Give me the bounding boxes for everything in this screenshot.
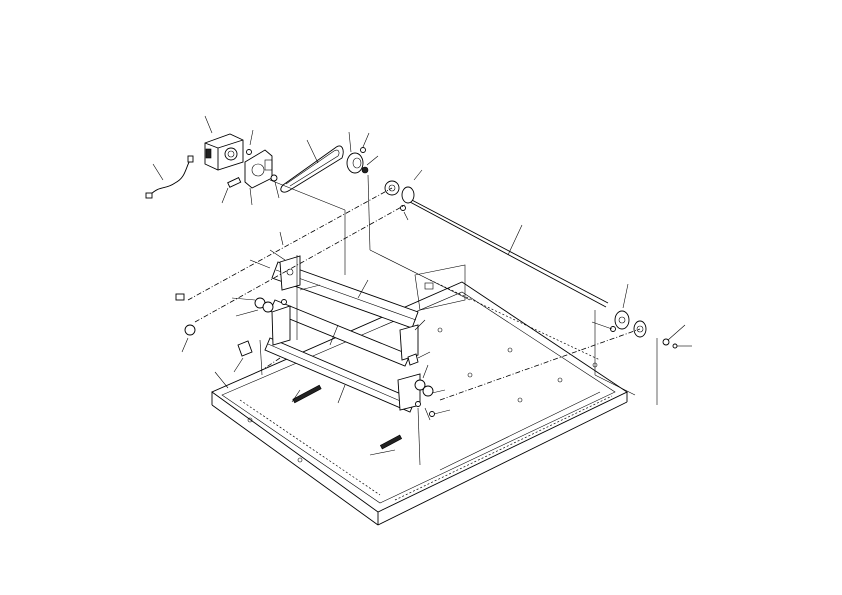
roller-gears-left	[184, 297, 287, 336]
roller-gears-right	[414, 379, 435, 417]
wire-harness	[145, 155, 194, 199]
right-bracket	[397, 324, 421, 411]
base-frame	[211, 279, 628, 526]
drive-motor	[204, 133, 244, 171]
shaft-gear-right	[610, 310, 678, 349]
timing-belt	[280, 145, 344, 193]
pulley-gear	[346, 147, 369, 174]
screw	[270, 174, 278, 182]
left-bracket	[271, 255, 301, 346]
motor-bracket	[244, 149, 273, 189]
sensor	[237, 340, 419, 366]
rear-panel	[414, 264, 466, 311]
shaft-gear-left	[384, 180, 415, 211]
spring	[227, 177, 242, 188]
connector	[175, 293, 185, 301]
guide-rail	[264, 337, 416, 413]
drive-shaft	[407, 197, 609, 308]
nut	[246, 149, 252, 155]
leader-lines	[152, 115, 692, 466]
assembly-lines	[187, 174, 658, 405]
